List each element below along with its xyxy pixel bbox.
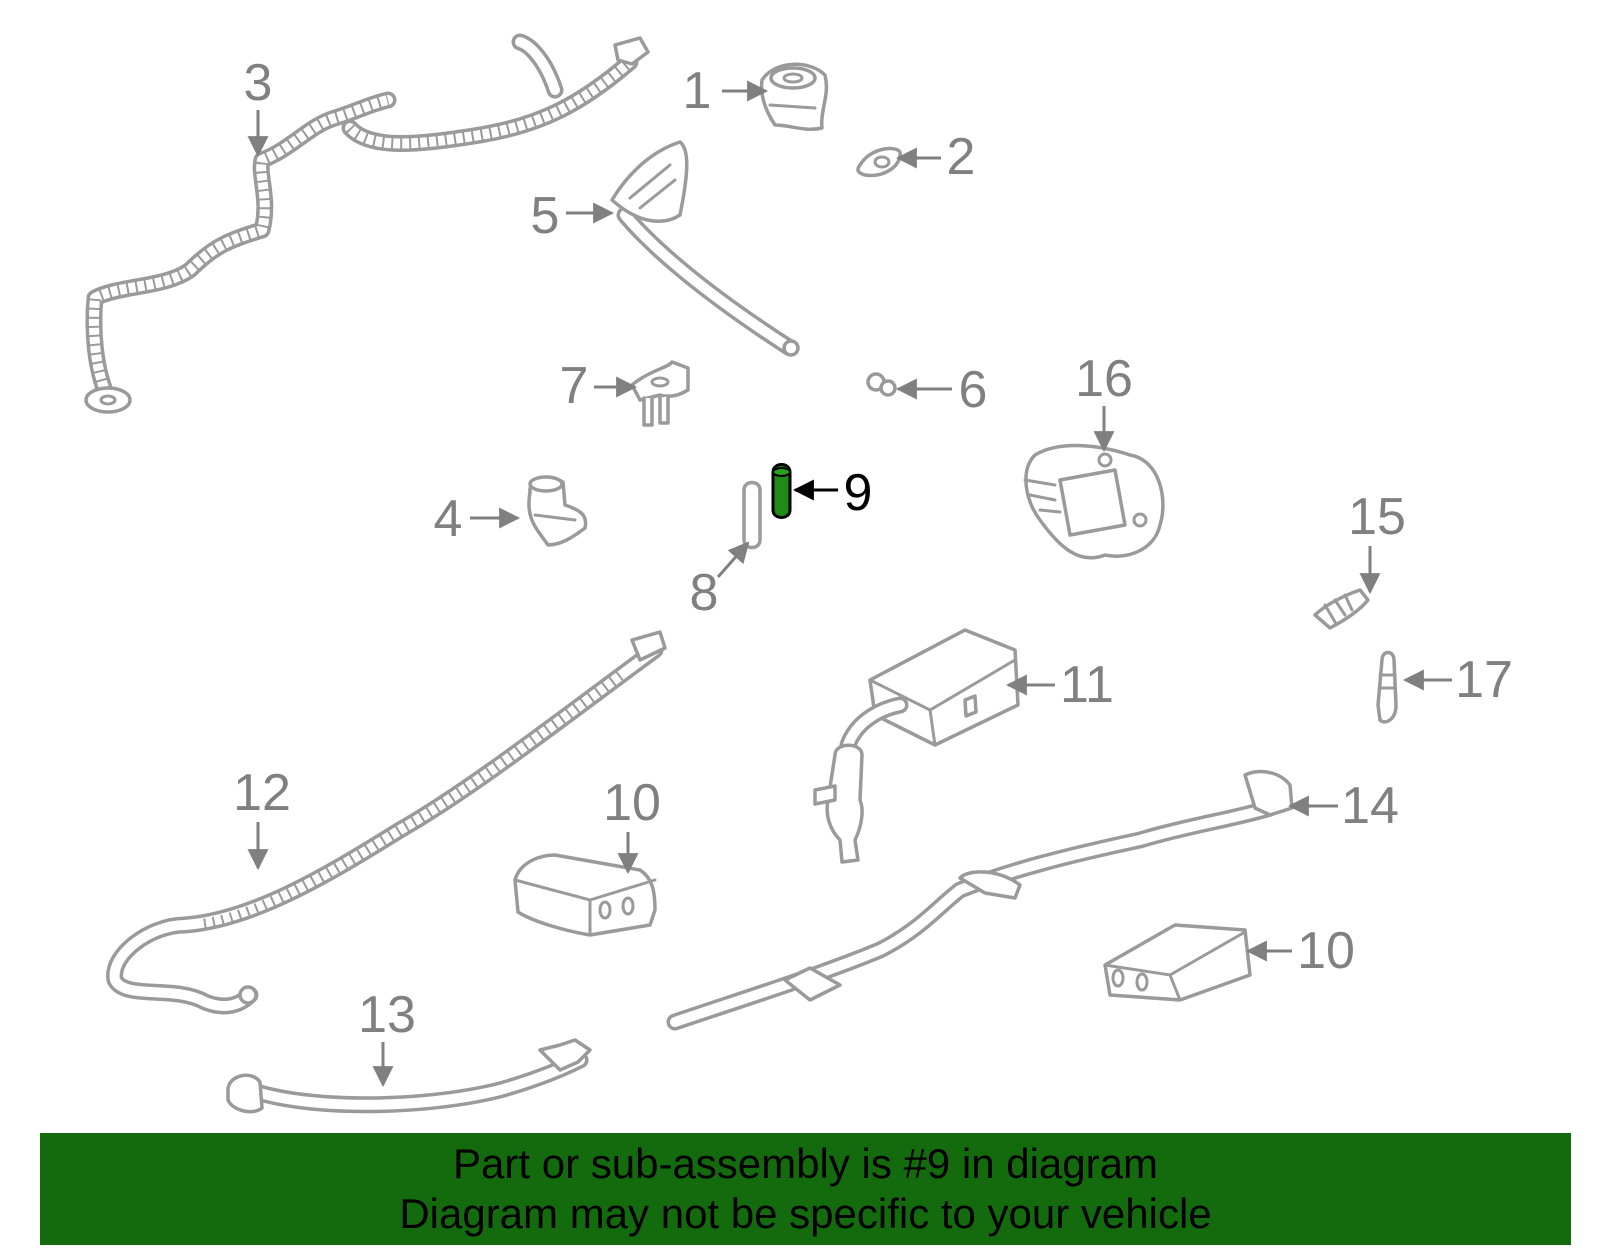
banner-line-2: Diagram may not be specific to your vehi… — [399, 1190, 1212, 1237]
part-2-gasket[interactable] — [856, 146, 902, 178]
callout-12[interactable]: 12 — [233, 764, 291, 822]
part-13-hose[interactable] — [226, 1038, 592, 1114]
part-5-pipe[interactable] — [610, 140, 800, 357]
part-8-hose[interactable] — [742, 480, 762, 550]
callout-7[interactable]: 7 — [560, 357, 589, 415]
part-11-canister[interactable] — [813, 628, 1020, 864]
part-15-bolt[interactable] — [1313, 588, 1370, 630]
part-10-canister-a[interactable] — [513, 853, 657, 937]
part-17-bolt[interactable] — [1376, 650, 1398, 724]
callout-3[interactable]: 3 — [244, 54, 273, 112]
part-10-canister-b[interactable] — [1103, 923, 1252, 1002]
callout-10-bottom[interactable]: 10 — [1297, 922, 1355, 980]
callout-11[interactable]: 11 — [1060, 656, 1114, 714]
callout-16[interactable]: 16 — [1075, 350, 1133, 408]
banner-line-1: Part or sub-assembly is #9 in diagram — [453, 1140, 1158, 1187]
part-6-screw[interactable] — [866, 372, 897, 397]
callout-14[interactable]: 14 — [1341, 777, 1399, 835]
callout-4[interactable]: 4 — [434, 490, 463, 548]
part-16-mount[interactable] — [1023, 443, 1165, 560]
callout-15[interactable]: 15 — [1348, 488, 1406, 546]
part-14-pipe[interactable] — [666, 769, 1294, 1031]
part-4-sensor[interactable] — [527, 475, 588, 547]
callout-17[interactable]: 17 — [1455, 651, 1513, 709]
callout-10-top[interactable]: 10 — [603, 774, 661, 832]
callout-1[interactable]: 1 — [683, 62, 712, 120]
callout-5[interactable]: 5 — [531, 187, 560, 245]
part-7-clip[interactable] — [630, 360, 690, 427]
part-9-hose-highlighted[interactable] — [771, 463, 792, 519]
part-1-valve[interactable] — [759, 62, 829, 131]
part-12-line[interactable] — [106, 630, 667, 1015]
callout-6[interactable]: 6 — [959, 361, 988, 419]
callouts: 1 2 3 5 7 6 16 4 9 8 15 17 11 12 10 14 1 — [233, 54, 1513, 1088]
callout-13[interactable]: 13 — [358, 986, 416, 1044]
info-banner: Part or sub-assembly is #9 in diagram Di… — [40, 1133, 1571, 1245]
callout-9[interactable]: 9 — [844, 464, 873, 522]
callout-8[interactable]: 8 — [690, 564, 719, 622]
callout-2[interactable]: 2 — [947, 128, 976, 186]
part-3-wiring-harness[interactable] — [84, 33, 650, 414]
